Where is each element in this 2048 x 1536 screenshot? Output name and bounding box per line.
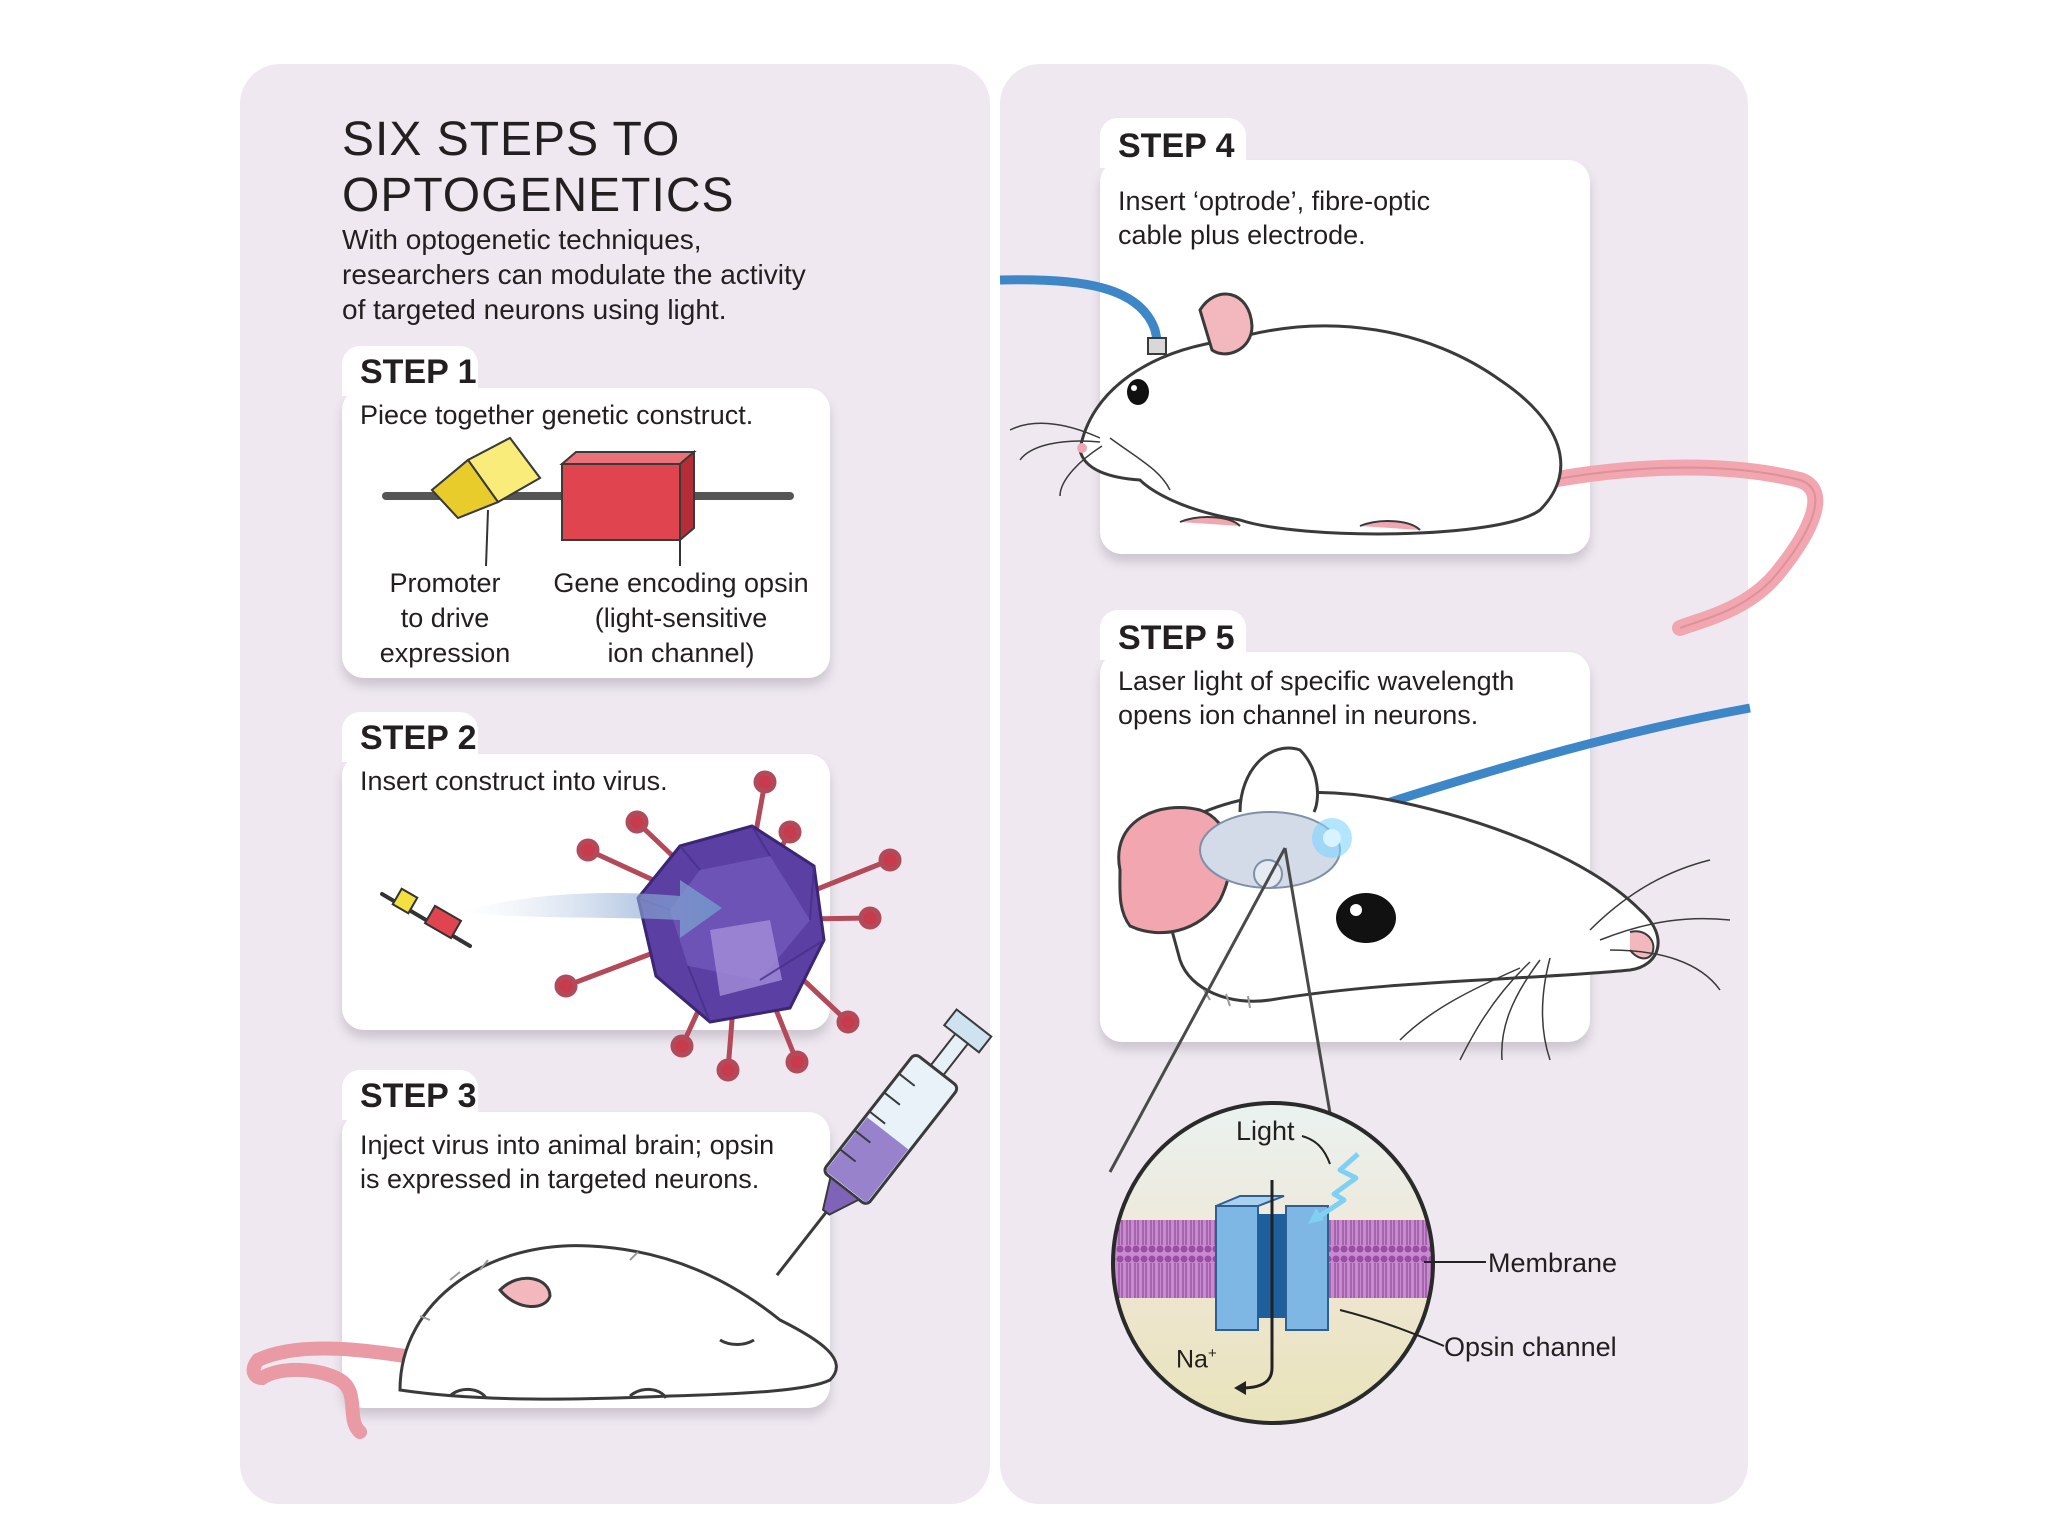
step-4-description: Insert ‘optrode’, fibre-optic cable plus…: [1118, 186, 1431, 250]
step-5-heading: STEP 5: [1118, 619, 1235, 657]
title-line-1: SIX STEPS TO: [342, 113, 681, 166]
step-2-description: Insert construct into virus.: [360, 766, 668, 796]
intro-text: With optogenetic techniques, researchers…: [342, 222, 882, 327]
inset-leader-lines: [1301, 1135, 1486, 1347]
step-2-heading: STEP 2: [360, 719, 477, 757]
sleeping-mouse-illustration: [246, 1244, 838, 1439]
sodium-ion-label: Na+: [1176, 1345, 1217, 1374]
promoter-label: Promoter to drive expression: [379, 568, 511, 668]
step-4-heading: STEP 4: [1118, 127, 1235, 165]
membrane-label: Membrane: [1488, 1248, 1618, 1278]
step-1-heading: STEP 1: [360, 353, 477, 391]
mouse-with-optrode-illustration: [999, 275, 1824, 636]
gene-block: [561, 463, 681, 541]
opsin-channel-left: [1215, 1205, 1259, 1331]
intro-line-3: of targeted neurons using light.: [342, 294, 727, 325]
syringe-illustration: [775, 1008, 993, 1277]
step-3-description: Inject virus into animal brain; opsin is…: [360, 1130, 775, 1194]
genetic-construct-illustration: [382, 436, 794, 567]
light-label: Light: [1236, 1116, 1295, 1146]
opsin-channel-label: Opsin channel: [1444, 1332, 1617, 1362]
step-3-heading: STEP 3: [360, 1077, 477, 1115]
gene-label: Gene encoding opsin (light-sensitive ion…: [553, 568, 809, 668]
intro-line-2: researchers can modulate the activity: [342, 259, 806, 290]
page-title: SIX STEPS TO OPTOGENETICS: [342, 112, 862, 224]
membrane-cross-section: [1111, 1101, 1435, 1425]
title-line-2: OPTOGENETICS: [342, 169, 735, 222]
opsin-channel-right: [1285, 1205, 1329, 1331]
step-1-description: Piece together genetic construct.: [360, 400, 754, 430]
intro-line-1: With optogenetic techniques,: [342, 224, 702, 255]
mouse-head-laser-illustration: [1117, 703, 1751, 1061]
virus-illustration: [380, 770, 902, 1082]
step-5-description: Laser light of specific wavelength opens…: [1118, 666, 1515, 730]
